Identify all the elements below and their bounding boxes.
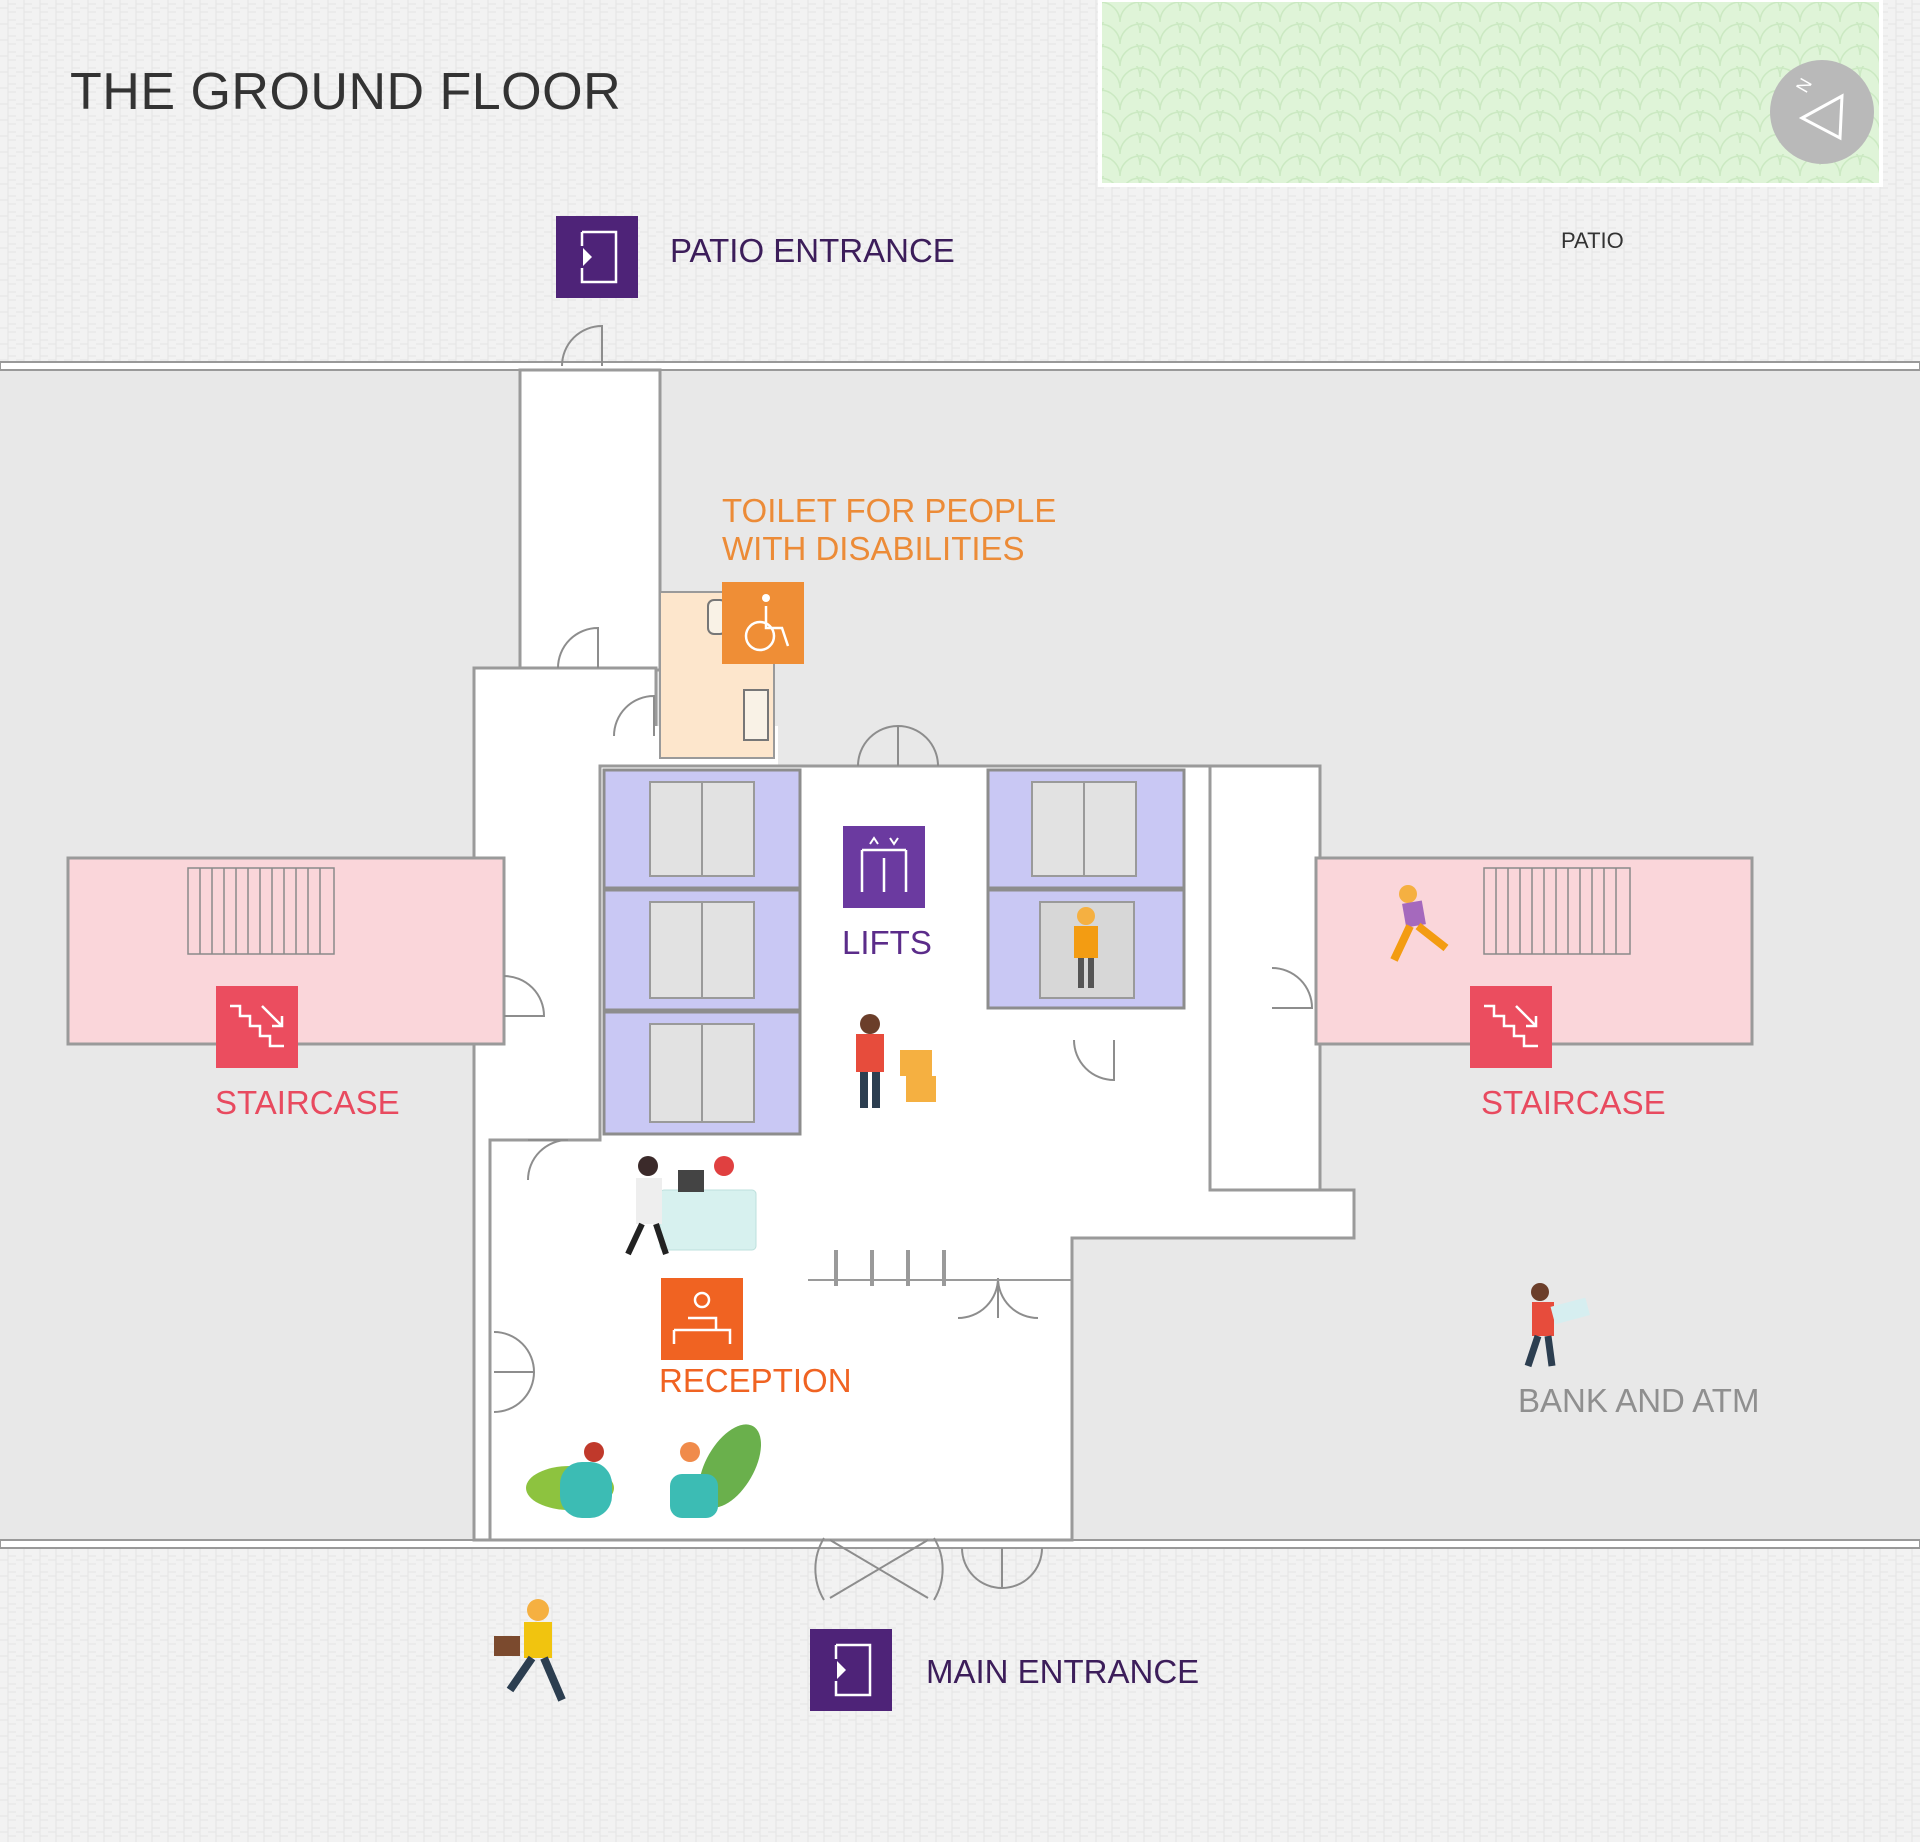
- staircase-icon[interactable]: [1470, 986, 1552, 1068]
- walking-person: [494, 1599, 566, 1702]
- label-toilet-disabled[interactable]: TOILET FOR PEOPLE WITH DISABILITIES: [722, 492, 1056, 568]
- compass-icon: N: [1770, 60, 1874, 164]
- page-title: THE GROUND FLOOR: [70, 63, 622, 121]
- lift-passenger: [1074, 907, 1098, 988]
- staircase-steps: [187, 867, 1631, 955]
- entrance-door-icon[interactable]: [810, 1629, 892, 1711]
- door-swings: [493, 324, 1314, 1601]
- label-bank-atm[interactable]: BANK AND ATM: [1518, 1382, 1760, 1419]
- label-staircase-left[interactable]: STAIRCASE: [215, 1084, 400, 1121]
- label-toilet-line1: TOILET FOR PEOPLE: [722, 492, 1057, 529]
- delivery-illustration: [856, 1014, 936, 1108]
- staircase-icon[interactable]: [216, 986, 298, 1068]
- outer-wall-top: [0, 361, 1920, 371]
- staircase-runner: [1390, 885, 1449, 962]
- wheelchair-icon[interactable]: [722, 582, 804, 664]
- label-reception[interactable]: RECEPTION: [659, 1362, 852, 1399]
- lounge-illustration: [526, 1424, 761, 1518]
- revolving-bars: [808, 1250, 1072, 1286]
- bank-person: [1524, 1283, 1590, 1368]
- label-toilet-line2: WITH DISABILITIES: [722, 530, 1025, 567]
- lift-icon[interactable]: [843, 826, 925, 908]
- label-lifts[interactable]: LIFTS: [842, 924, 932, 961]
- reception-illustration: [625, 1156, 757, 1256]
- label-staircase-right[interactable]: STAIRCASE: [1481, 1084, 1666, 1121]
- garden: [1098, 0, 1883, 187]
- label-patio: PATIO: [1561, 228, 1624, 253]
- entrance-door-icon[interactable]: [556, 216, 638, 298]
- sink-fixture: [743, 689, 769, 741]
- reception-desk-icon[interactable]: [661, 1278, 743, 1360]
- label-patio-entrance[interactable]: PATIO ENTRANCE: [670, 232, 955, 269]
- label-main-entrance[interactable]: MAIN ENTRANCE: [926, 1653, 1200, 1690]
